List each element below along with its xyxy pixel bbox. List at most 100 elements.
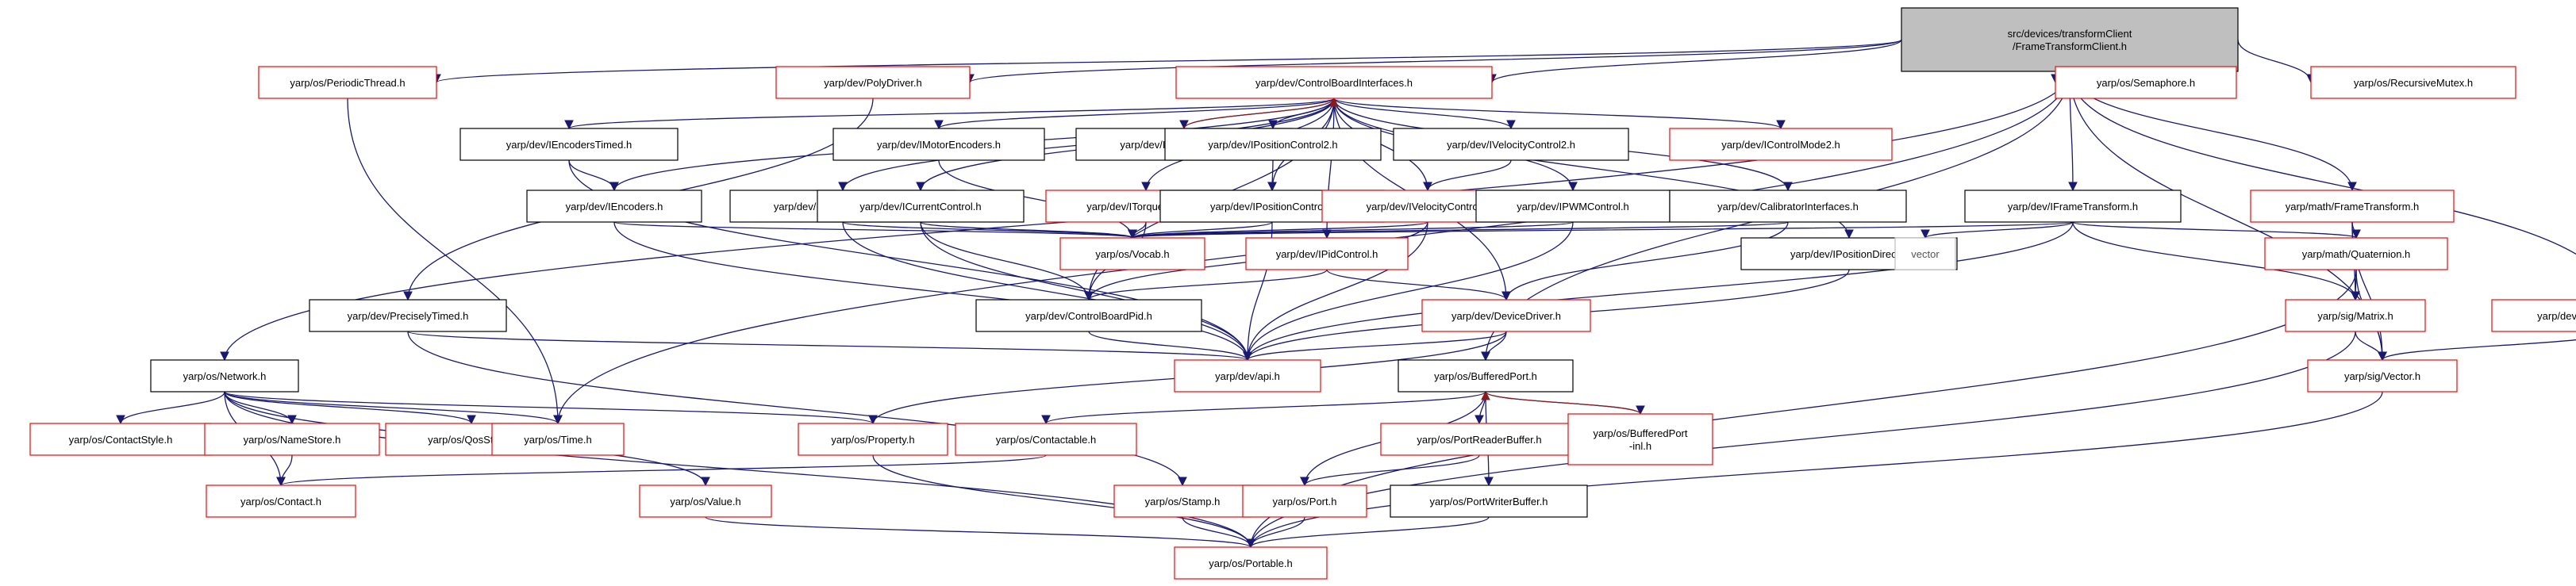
node-contactable-label-0: yarp/os/Contactable.h	[996, 434, 1096, 446]
node-semaphore-label-0: yarp/os/Semaphore.h	[2097, 77, 2195, 89]
edge-root-to-recmutex	[2237, 39, 2316, 84]
node-pidctrl-box	[1245, 237, 1409, 270]
node-network[interactable]: yarp/os/Network.h	[150, 359, 299, 393]
node-frametransform[interactable]: yarp/dev/IFrameTransform.h	[1964, 190, 2182, 223]
node-matrix-label-0: yarp/sig/Matrix.h	[2317, 310, 2393, 322]
edge-frametransform-to-api	[1243, 221, 2074, 362]
edge-network-to-qosstyle	[224, 391, 476, 425]
node-semaphore[interactable]: yarp/os/Semaphore.h	[2055, 66, 2237, 99]
node-pidctrl[interactable]: yarp/dev/IPidControl.h	[1245, 237, 1409, 270]
node-network-box	[150, 359, 299, 393]
edge-cbi-to-ctrlmode2	[1333, 98, 1786, 130]
node-cbhelpers[interactable]: yarp/dev/ControlBoardHelpers.h	[2491, 299, 2576, 332]
node-velctrl2-label-0: yarp/dev/IVelocityControl2.h	[1447, 139, 1575, 151]
node-property[interactable]: yarp/os/Property.h	[798, 423, 948, 456]
node-matrix[interactable]: yarp/sig/Matrix.h	[2285, 299, 2426, 332]
node-cbpid[interactable]: yarp/dev/ControlBoardPid.h	[975, 299, 1202, 332]
node-value[interactable]: yarp/os/Value.h	[639, 485, 772, 518]
edge-frametransform-to-vocab	[1128, 221, 2074, 239]
node-contactable-box	[955, 423, 1137, 456]
node-periodic-label-0: yarp/os/PeriodicThread.h	[290, 77, 405, 89]
node-sigvector-label-0: yarp/sig/Vector.h	[2344, 370, 2420, 382]
node-bufport[interactable]: yarp/os/BufferedPort.h	[1398, 359, 1574, 393]
node-current[interactable]: yarp/dev/ICurrentControl.h	[817, 190, 1025, 223]
node-frametransform-label-0: yarp/dev/IFrameTransform.h	[2008, 201, 2138, 213]
edge-devdriver-to-api	[1243, 331, 1507, 362]
node-precisely[interactable]: yarp/dev/PreciselyTimed.h	[309, 299, 507, 332]
node-sigvector[interactable]: yarp/sig/Vector.h	[2307, 359, 2458, 393]
node-root-label-0: src/devices/transformClient	[2008, 28, 2132, 40]
edge-periodic-to-time	[347, 98, 563, 425]
node-time-label-0: yarp/os/Time.h	[524, 434, 592, 446]
node-mathft[interactable]: yarp/math/FrameTransform.h	[2250, 190, 2455, 223]
node-cbi[interactable]: yarp/dev/ControlBoardInterfaces.h	[1175, 66, 1493, 99]
edge-velctrl-to-api	[1243, 221, 1428, 362]
edge-portwriter-to-portable	[1246, 516, 1490, 549]
node-enctimed[interactable]: yarp/dev/IEncodersTimed.h	[459, 128, 679, 161]
node-ctrlmode2[interactable]: yarp/dev/IControlMode2.h	[1669, 128, 1893, 161]
node-recmutex-box	[2310, 66, 2516, 99]
edge-network-to-time	[224, 391, 563, 425]
node-mathft-box	[2250, 190, 2455, 223]
node-encoders-box	[526, 190, 702, 223]
node-matrix-box	[2285, 299, 2426, 332]
edge-velctrl-to-vocab	[1128, 221, 1428, 239]
node-contactstyle[interactable]: yarp/os/ContactStyle.h	[29, 423, 212, 456]
edge-current-to-cbpid	[920, 221, 1094, 301]
node-root[interactable]: src/devices/transformClient/FrameTransfo…	[1901, 7, 2239, 72]
node-value-label-0: yarp/os/Value.h	[670, 496, 740, 507]
node-bufportinl[interactable]: yarp/os/BufferedPort-inl.h	[1567, 413, 1713, 465]
node-vector[interactable]: vector	[1894, 237, 1956, 270]
edge-cbi-to-velctrl2	[1333, 98, 1516, 130]
node-layer: src/devices/transformClient/FrameTransfo…	[29, 7, 2576, 580]
node-motorenc-label-0: yarp/dev/IMotorEncoders.h	[877, 139, 1001, 151]
node-contact[interactable]: yarp/os/Contact.h	[206, 485, 356, 518]
node-quaternion[interactable]: yarp/math/Quaternion.h	[2264, 237, 2448, 270]
edge-calib-to-devdriver	[1501, 221, 1789, 301]
edge-namestore-to-contact	[276, 454, 293, 487]
node-portreader[interactable]: yarp/os/PortReaderBuffer.h	[1380, 423, 1578, 456]
edge-contactable-to-contact	[276, 454, 1047, 487]
node-pwm[interactable]: yarp/dev/IPWMControl.h	[1475, 190, 1671, 223]
node-bufportinl-box	[1567, 413, 1713, 465]
node-motorenc[interactable]: yarp/dev/IMotorEncoders.h	[832, 128, 1045, 161]
node-calib-box	[1669, 190, 1907, 223]
node-api[interactable]: yarp/dev/api.h	[1174, 359, 1321, 393]
node-api-box	[1174, 359, 1321, 393]
node-vocab[interactable]: yarp/os/Vocab.h	[1059, 237, 1205, 270]
edge-layer	[116, 39, 2576, 549]
edge-bufportinl-to-bufport	[1481, 390, 1641, 415]
node-time-box	[491, 423, 625, 456]
node-time[interactable]: yarp/os/Time.h	[491, 423, 625, 456]
node-stamp-label-0: yarp/os/Stamp.h	[1145, 496, 1221, 507]
node-portwriter-box	[1390, 485, 1588, 518]
node-cbhelpers-label-0: yarp/dev/ControlBoardHelpers.h	[2537, 310, 2576, 322]
node-portable[interactable]: yarp/os/Portable.h	[1174, 546, 1328, 580]
node-namestore[interactable]: yarp/os/NameStore.h	[204, 423, 380, 456]
node-encoders[interactable]: yarp/dev/IEncoders.h	[526, 190, 702, 223]
node-portreader-label-0: yarp/os/PortReaderBuffer.h	[1417, 434, 1541, 446]
node-pwm-label-0: yarp/dev/IPWMControl.h	[1517, 201, 1629, 213]
node-port[interactable]: yarp/os/Port.h	[1242, 485, 1367, 518]
node-periodic[interactable]: yarp/os/PeriodicThread.h	[258, 66, 437, 99]
node-portwriter[interactable]: yarp/os/PortWriterBuffer.h	[1390, 485, 1588, 518]
node-contactable[interactable]: yarp/os/Contactable.h	[955, 423, 1137, 456]
edge-velctrl2-to-velctrl	[1423, 159, 1512, 192]
node-devdriver[interactable]: yarp/dev/DeviceDriver.h	[1421, 299, 1591, 332]
edge-enctimed-to-encoders	[568, 159, 619, 192]
node-stamp[interactable]: yarp/os/Stamp.h	[1113, 485, 1251, 518]
node-namestore-label-0: yarp/os/NameStore.h	[244, 434, 341, 446]
node-recmutex[interactable]: yarp/os/RecursiveMutex.h	[2310, 66, 2516, 99]
node-encoders-label-0: yarp/dev/IEncoders.h	[566, 201, 663, 213]
node-polydriver[interactable]: yarp/dev/PolyDriver.h	[775, 66, 971, 99]
edge-network-to-namestore	[224, 391, 297, 425]
node-posctrl2[interactable]: yarp/dev/IPositionControl2.h	[1164, 128, 1382, 161]
node-portwriter-label-0: yarp/os/PortWriterBuffer.h	[1429, 496, 1548, 507]
node-calib[interactable]: yarp/dev/CalibratorInterfaces.h	[1669, 190, 1907, 223]
node-semaphore-box	[2055, 66, 2237, 99]
node-ctrlmode2-box	[1669, 128, 1893, 161]
node-velctrl2[interactable]: yarp/dev/IVelocityControl2.h	[1393, 128, 1629, 161]
node-namestore-box	[204, 423, 380, 456]
node-posdirect-label-0: yarp/dev/IPositionDirect.h	[1790, 248, 1908, 260]
edge-root-to-cbhelpers	[2069, 71, 2576, 255]
